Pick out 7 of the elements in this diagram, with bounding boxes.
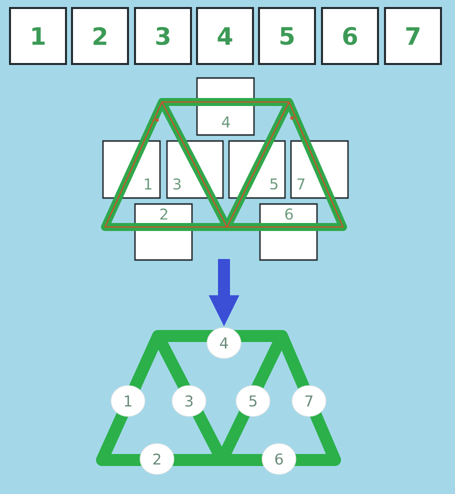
number-tile: 4 — [196, 7, 254, 65]
number-tile: 7 — [384, 7, 442, 65]
number-tile: 3 — [134, 7, 192, 65]
number-tile: 6 — [321, 7, 379, 65]
number-tile: 2 — [71, 7, 129, 65]
number-tile: 1 — [9, 7, 67, 65]
number-tile: 5 — [258, 7, 316, 65]
